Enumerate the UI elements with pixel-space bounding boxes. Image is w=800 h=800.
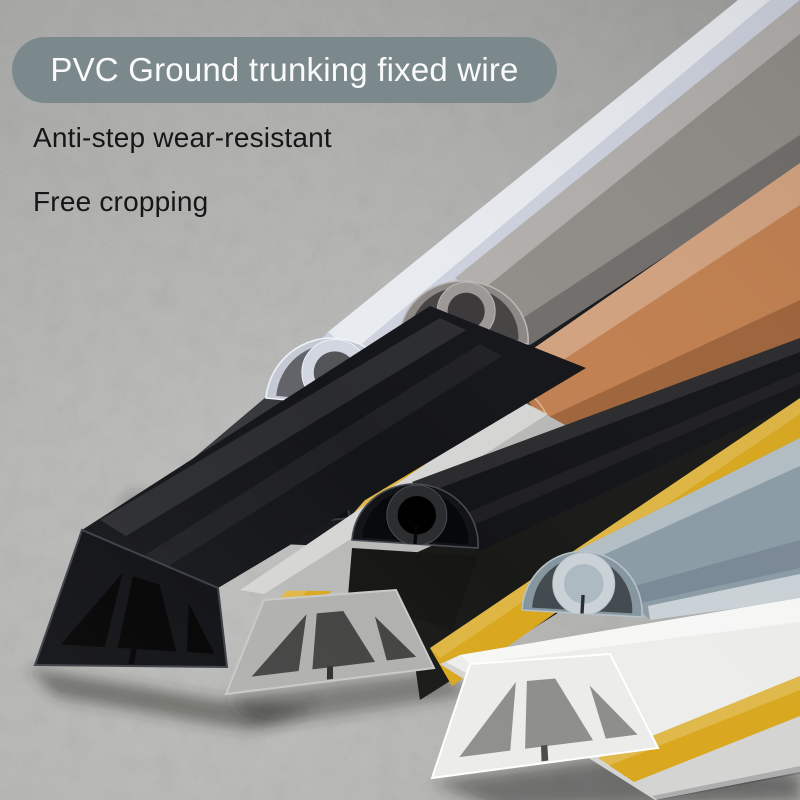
light-sweep <box>0 0 800 800</box>
product-image: PVC Ground trunking fixed wire Anti-step… <box>0 0 800 800</box>
lighting <box>0 0 800 800</box>
product-scene <box>0 0 800 800</box>
